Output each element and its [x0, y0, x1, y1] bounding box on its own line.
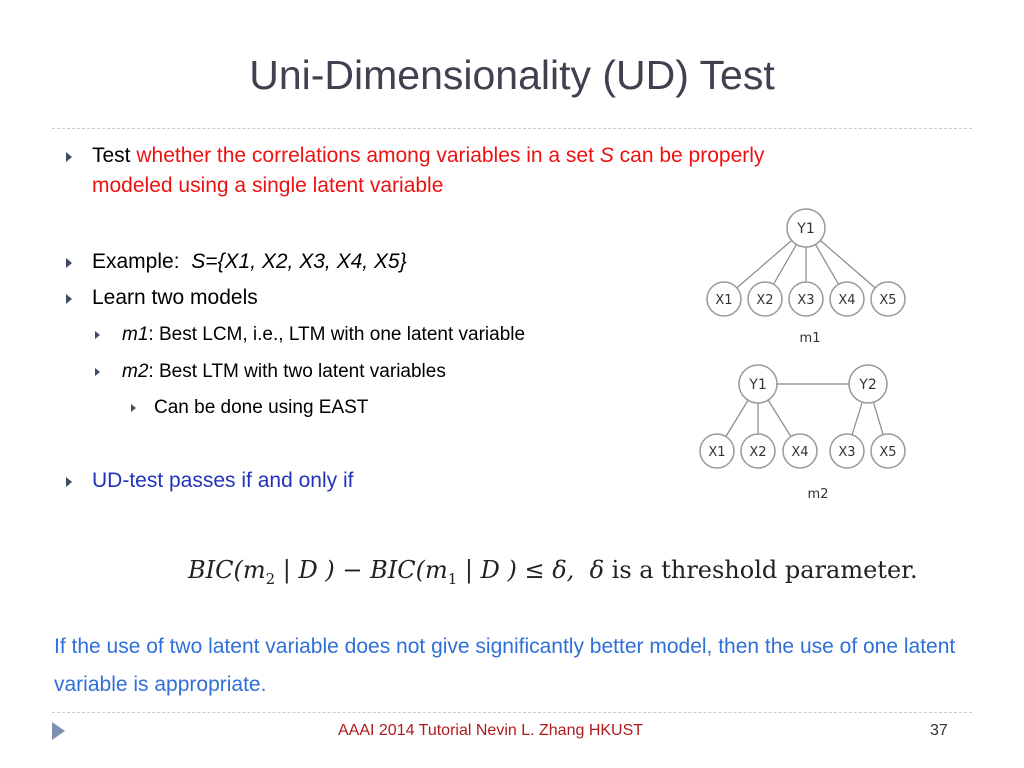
formula-delta: δ: [589, 556, 605, 584]
formula-m1: m: [424, 556, 448, 584]
conclusion-text: If the use of two latent variable does n…: [54, 635, 956, 696]
bullet-test-set: S: [599, 144, 614, 167]
formula-tail: | D ) ≤ δ,: [457, 556, 575, 584]
formula-mid: | D ) − BIC(: [275, 556, 425, 584]
formula-bic-a: BIC(: [188, 556, 243, 584]
bullet-example: Example: S={X1, X2, X3, X4, X5}: [92, 247, 407, 277]
title-divider: [52, 128, 972, 129]
slide-title: Uni-Dimensionality (UD) Test: [249, 52, 775, 98]
m2-caption: m2: [808, 487, 829, 502]
sub-sub-bullet-arrow-icon: [131, 404, 136, 412]
m1-node-y1: Y1: [786, 208, 826, 248]
formula-m2: m: [242, 556, 266, 584]
sub-sub-bullet-east: Can be done using EAST: [154, 397, 369, 418]
bullet-arrow-icon: [66, 477, 72, 487]
footer-credit: AAAI 2014 Tutorial Nevin L. Zhang HKUST: [338, 722, 644, 739]
m2-node-x5: X5: [879, 445, 896, 460]
sub-bullet-arrow-icon: [95, 331, 100, 339]
m2-node-x1: X1: [708, 445, 725, 460]
sub-bullet-m2-name: m2: [122, 361, 149, 382]
m1-caption: m1: [800, 331, 821, 346]
model-m2-diagram: Y1 Y2 X1 X2 X4 X3 X5 m2: [699, 364, 906, 502]
m1-node-x2: X2: [756, 293, 773, 308]
sub-bullet-m1: m1: Best LCM, i.e., LTM with one latent …: [122, 320, 525, 350]
sub-bullet-m2: m2: Best LTM with two latent variables: [122, 357, 446, 387]
m2-node-x4: X4: [791, 445, 808, 460]
footer-divider: [52, 712, 972, 713]
sub-bullet-m1-text: : Best LCM, i.e., LTM with one latent va…: [148, 324, 526, 345]
formula-sub-1: 1: [447, 569, 458, 588]
formula-threshold-text: is a threshold parameter.: [611, 556, 918, 584]
formula-sub-2: 2: [265, 569, 276, 588]
bullet-learn: Learn two models: [92, 286, 258, 309]
bullet-arrow-icon: [66, 294, 72, 304]
bullet-example-label: Example:: [92, 250, 180, 273]
m2-node-x3: X3: [838, 445, 855, 460]
m1-node-x5: X5: [879, 293, 896, 308]
page-number: 37: [930, 722, 948, 739]
m2-node-y1: Y1: [748, 377, 766, 393]
m1-node-x4: X4: [838, 293, 855, 308]
bic-formula: BIC(m2 | D ) − BIC(m1 | D ) ≤ δ, δ is a …: [188, 556, 918, 596]
bullet-arrow-icon: [66, 152, 72, 162]
m1-node-x1: X1: [715, 293, 732, 308]
m2-node-x2: X2: [749, 445, 766, 460]
bullet-test-line2: modeled using a single latent variable: [92, 174, 444, 197]
model-m1-diagram: Y1 X1 X2 X3 X4 X5 m1: [706, 208, 906, 346]
sub-bullet-m2-text: : Best LTM with two latent variables: [148, 361, 446, 382]
m1-node-x3: X3: [797, 293, 814, 308]
sub-bullet-arrow-icon: [95, 368, 100, 376]
bullet-example-value: S={X1, X2, X3, X4, X5}: [191, 250, 407, 273]
bullet-test-red-a: whether the correlations among variables…: [136, 144, 594, 167]
bullet-arrow-icon: [66, 258, 72, 268]
bullet-test-red-b: can be properly: [619, 144, 765, 167]
m2-node-y2: Y2: [858, 377, 876, 393]
sub-bullet-m1-name: m1: [122, 324, 149, 345]
footer-arrow-icon: [52, 722, 65, 740]
bullet-ud-pass: UD-test passes if and only if: [92, 469, 354, 492]
bullet-test-prefix: Test: [92, 144, 131, 167]
m1-node-y1-label: Y1: [796, 221, 814, 237]
bullet-test: Test whether the correlations among vari…: [92, 141, 932, 201]
